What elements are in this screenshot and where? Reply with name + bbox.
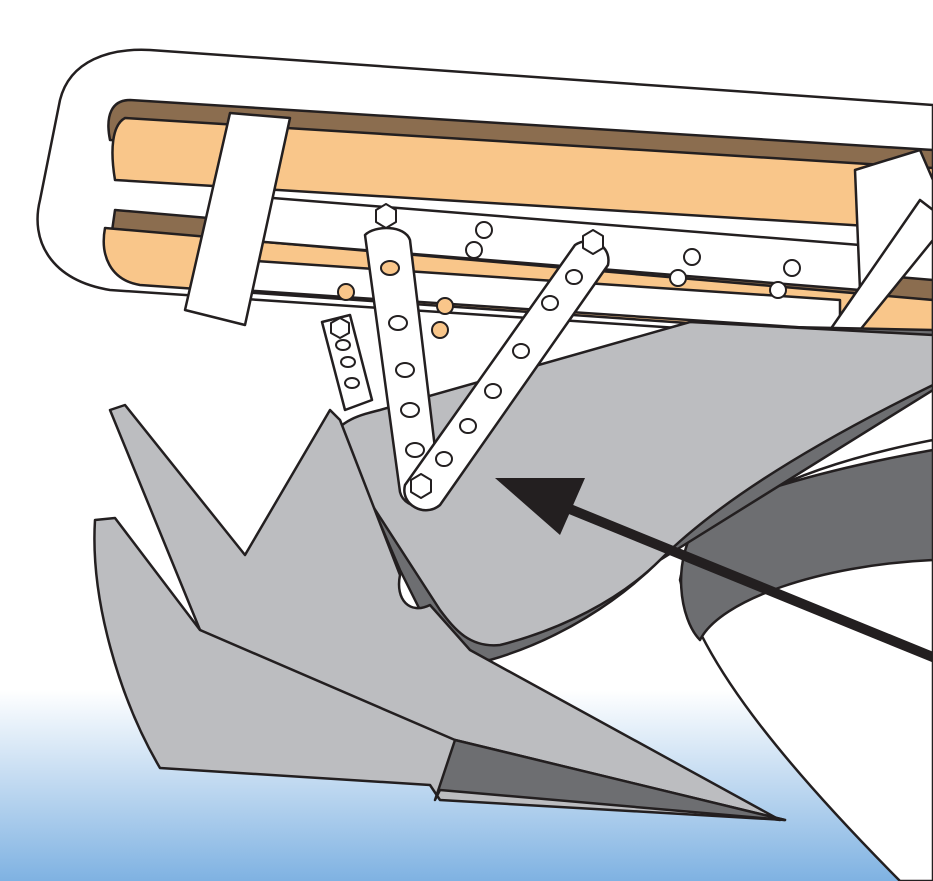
- arrow-head: [495, 478, 585, 535]
- anchor-fluke-back: [108, 403, 782, 822]
- hex-bolts: [330, 203, 604, 499]
- rail-holes: [337, 221, 801, 339]
- left-bracket: [183, 111, 292, 327]
- right-brace: [828, 198, 933, 332]
- arrow-shaft: [558, 500, 933, 663]
- anchor-fluke-front: [93, 516, 787, 822]
- strap-holes: [380, 260, 583, 467]
- right-rail-end: [853, 148, 933, 292]
- fluke-tip-ridge: [433, 738, 787, 822]
- upper-board: [111, 116, 933, 232]
- rear-strap-holes: [335, 339, 360, 389]
